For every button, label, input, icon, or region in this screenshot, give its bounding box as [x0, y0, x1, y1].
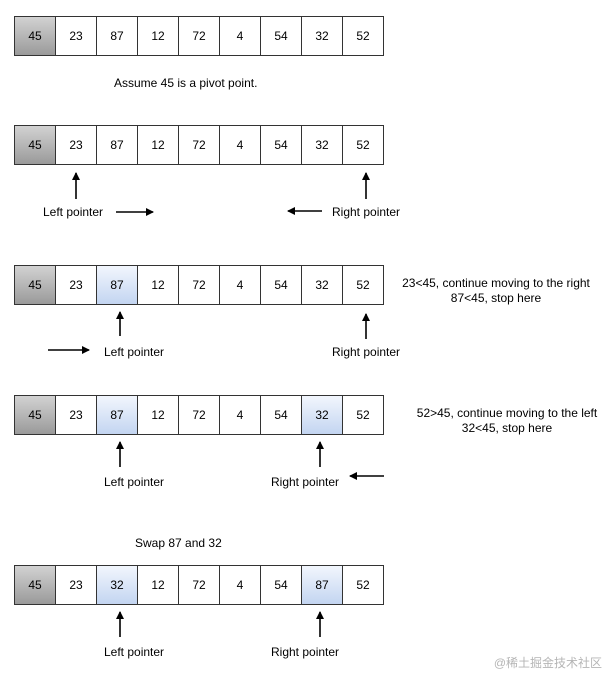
array-cell: 4: [219, 125, 261, 165]
caption-swap: Swap 87 and 32: [135, 536, 222, 550]
array-cell: 87: [96, 125, 138, 165]
array-cell: 52: [342, 16, 384, 56]
array-cell: 72: [178, 125, 220, 165]
array-cell: 12: [137, 395, 179, 435]
left-pointer-label: Left pointer: [43, 205, 104, 219]
note-step3-line1: 23<45, continue moving to the right: [402, 276, 590, 290]
watermark: @稀土掘金技术社区: [493, 656, 602, 670]
array-cell: 87: [301, 565, 343, 605]
left-pointer-label: Left pointer: [104, 345, 165, 359]
array-cell: 54: [260, 16, 302, 56]
array-cell: 32: [301, 265, 343, 305]
right-pointer-label: Right pointer: [332, 205, 401, 219]
array-cell: 32: [301, 16, 343, 56]
note-step4: 52>45, continue moving to the left 32<45…: [412, 406, 602, 436]
array-cell: 12: [137, 125, 179, 165]
note-step4-line2: 32<45, stop here: [461, 421, 553, 435]
array-cell: 87: [96, 395, 138, 435]
array-cell: 54: [260, 125, 302, 165]
caption-assume-pivot: Assume 45 is a pivot point.: [114, 76, 258, 90]
pivot-cell: 45: [14, 125, 56, 165]
array-cell: 12: [137, 265, 179, 305]
array-cell: 54: [260, 265, 302, 305]
array-cell: 87: [96, 16, 138, 56]
array-cell: 23: [55, 16, 97, 56]
array-cell: 52: [342, 565, 384, 605]
note-step3-line2: 87<45, stop here: [450, 291, 542, 305]
array-cell: 12: [137, 565, 179, 605]
array-cell: 72: [178, 395, 220, 435]
array-cell: 72: [178, 565, 220, 605]
pivot-cell: 45: [14, 565, 56, 605]
pivot-cell: 45: [14, 265, 56, 305]
right-pointer-label: Right pointer: [332, 345, 401, 359]
note-step4-line1: 52>45, continue moving to the left: [416, 406, 598, 420]
array-cell: 52: [342, 265, 384, 305]
left-pointer-label: Left pointer: [104, 645, 165, 659]
pivot-cell: 45: [14, 16, 56, 56]
array-cell: 23: [55, 265, 97, 305]
left-pointer-label: Left pointer: [104, 475, 165, 489]
array-cell: 4: [219, 395, 261, 435]
array-cell: 72: [178, 16, 220, 56]
array-cell: 32: [301, 125, 343, 165]
array-cell: 52: [342, 395, 384, 435]
note-step3: 23<45, continue moving to the right 87<4…: [398, 276, 594, 306]
array-cell: 52: [342, 125, 384, 165]
array-cell: 4: [219, 565, 261, 605]
array-cell: 32: [301, 395, 343, 435]
right-pointer-label: Right pointer: [271, 475, 340, 489]
right-pointer-label: Right pointer: [271, 645, 340, 659]
array-cell: 54: [260, 395, 302, 435]
